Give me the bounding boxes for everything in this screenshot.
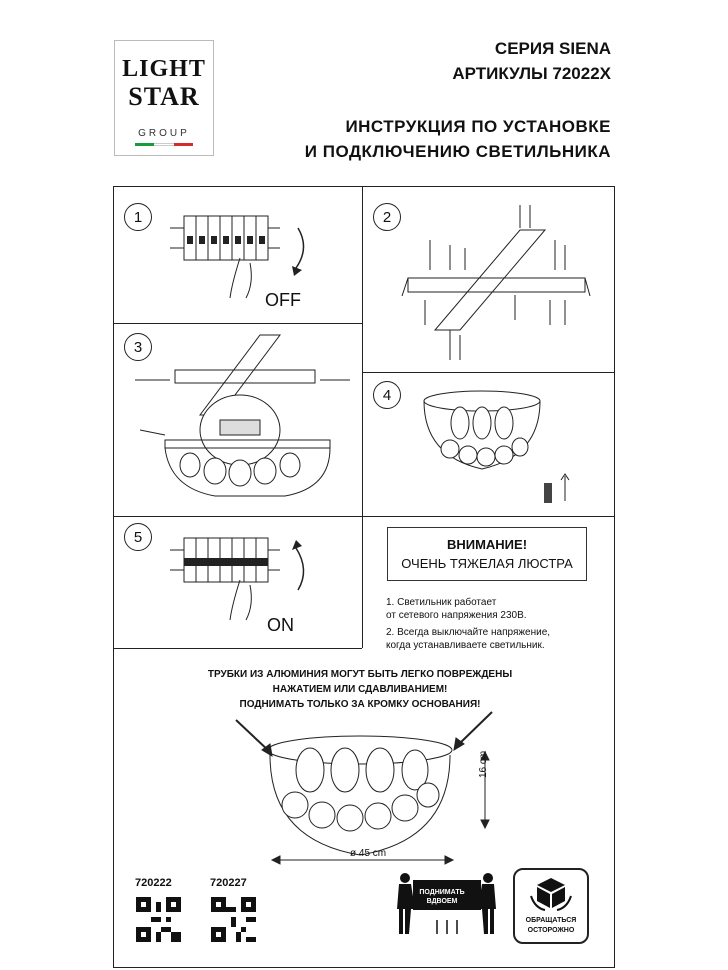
handle-with-care-sign: ОБРАЩАТЬСЯ ОСТОРОЖНО bbox=[513, 868, 589, 944]
divider bbox=[113, 516, 615, 517]
brand-logo: LIGHT STAR GROUP bbox=[114, 40, 214, 156]
series-title: СЕРИЯ SIENA bbox=[494, 39, 611, 58]
caution-line3: ПОДНИМАТЬ ТОЛЬКО ЗА КРОМКУ ОСНОВАНИЯ! bbox=[239, 699, 481, 710]
step-number-3: 3 bbox=[124, 333, 152, 361]
lift-label-line1: ПОДНИМАТЬ bbox=[419, 889, 465, 896]
logo-flag-stripe bbox=[135, 143, 193, 146]
step-number-2: 2 bbox=[373, 203, 401, 231]
two-person-lift-icon bbox=[397, 873, 496, 934]
breaker-on-illustration bbox=[170, 537, 305, 621]
qr-code-icon bbox=[211, 897, 256, 942]
divider bbox=[113, 648, 362, 649]
step5-on-label: ON bbox=[267, 615, 294, 635]
logo-word-star: STAR bbox=[128, 82, 200, 111]
article-code-1: 720222 bbox=[135, 877, 172, 889]
mounting-bracket-illustration bbox=[401, 205, 591, 360]
warning-title: ВНИМАНИЕ! bbox=[446, 537, 528, 552]
logo-word-light: LIGHT bbox=[122, 56, 206, 82]
note-1-line1: 1. Светильник работает bbox=[386, 597, 497, 608]
note-2-line2: когда устанавливаете светильник. bbox=[386, 640, 545, 651]
finished-lamp-illustration bbox=[423, 390, 570, 503]
warning-subtitle: ОЧЕНЬ ТЯЖЕЛАЯ ЛЮСТРА bbox=[401, 556, 573, 571]
step-number-5: 5 bbox=[124, 523, 152, 551]
instruction-frame bbox=[113, 186, 615, 968]
fragile-line1: ОБРАЩАТЬСЯ bbox=[525, 917, 577, 924]
note-2-line1: 2. Всегда выключайте напряжение, bbox=[386, 627, 551, 638]
article-code-2: 720227 bbox=[210, 877, 247, 889]
box-hands-icon bbox=[530, 878, 572, 911]
warning-box: ВНИМАНИЕ! ОЧЕНЬ ТЯЖЕЛАЯ ЛЮСТРА bbox=[387, 527, 587, 581]
divider bbox=[362, 186, 363, 648]
lift-label-line2: ВДВОЕМ bbox=[426, 898, 458, 905]
divider bbox=[113, 323, 362, 324]
breaker-off-illustration bbox=[170, 215, 305, 299]
lamp-dimension-illustration bbox=[235, 711, 493, 865]
step-number-4: 4 bbox=[373, 381, 401, 409]
instruction-title-line1: ИНСТРУКЦИЯ ПО УСТАНОВКЕ bbox=[345, 117, 611, 136]
caution-line1: ТРУБКИ ИЗ АЛЮМИНИЯ МОГУТ БЫТЬ ЛЕГКО ПОВР… bbox=[207, 669, 513, 680]
height-dimension: 16 cm bbox=[478, 750, 489, 778]
qr-code-icon bbox=[136, 897, 181, 942]
step1-off-label: OFF bbox=[265, 290, 301, 310]
note-1-line2: от сетевого напряжения 230В. bbox=[386, 610, 527, 621]
caution-line2: НАЖАТИЕМ ИЛИ СДАВЛИВАНИЕМ! bbox=[272, 684, 448, 695]
instruction-title-line2: И ПОДКЛЮЧЕНИЮ СВЕТИЛЬНИКА bbox=[304, 142, 611, 161]
article-number: АРТИКУЛЫ 72022X bbox=[452, 64, 611, 83]
divider bbox=[362, 372, 615, 373]
lift-label: ПОДНИМАТЬ ВДВОЕМ bbox=[418, 888, 466, 906]
diameter-dimension: ø 45 cm bbox=[350, 848, 387, 859]
fragile-line2: ОСТОРОЖНО bbox=[527, 927, 575, 934]
logo-word-group: GROUP bbox=[138, 128, 190, 139]
wiring-connection-illustration bbox=[135, 334, 350, 497]
step-number-1: 1 bbox=[124, 203, 152, 231]
